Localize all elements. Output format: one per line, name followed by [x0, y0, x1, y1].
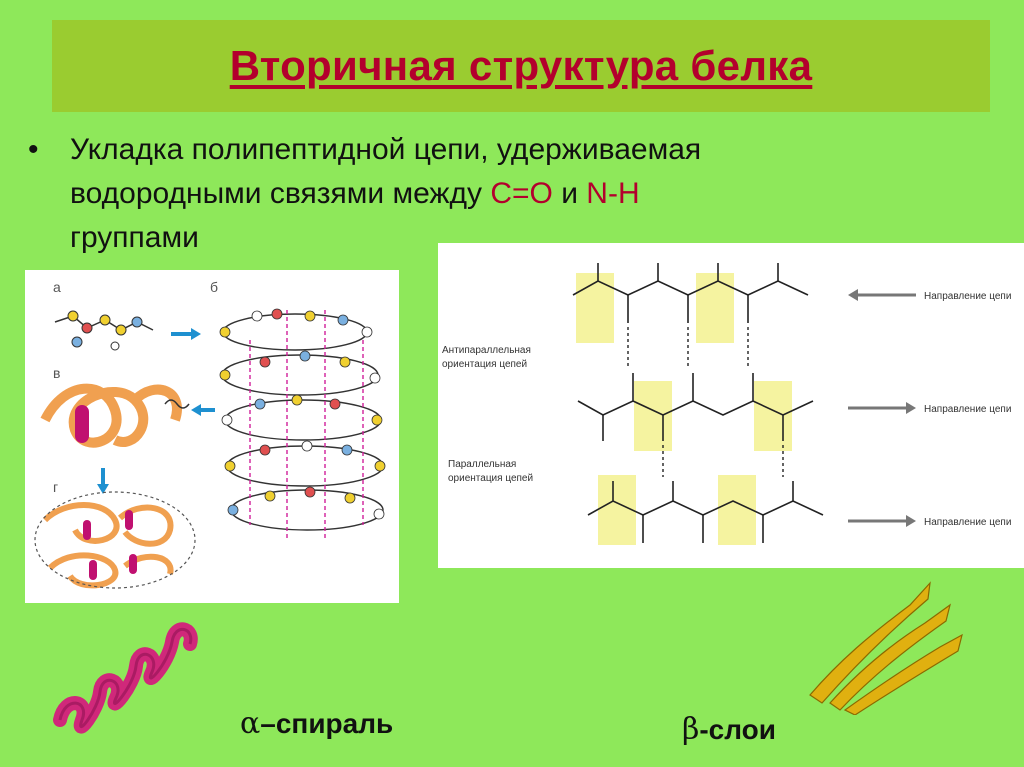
alpha-helix-ribbon — [50, 600, 210, 755]
parallel-label-1: Параллельная — [448, 459, 516, 470]
packed-domains-g — [34, 491, 196, 589]
label-v: в — [53, 365, 60, 381]
strand-2 — [577, 373, 814, 441]
slide-title: Вторичная структура белка — [229, 42, 813, 89]
beta-symbol: β — [682, 712, 700, 747]
beta-sheet-ribbon — [800, 565, 970, 720]
alpha-symbol: α — [240, 706, 261, 741]
direction-label-2: Направление цепи — [924, 404, 1011, 415]
title-bar: Вторичная структура белка — [52, 20, 990, 112]
orange-ribbon-v — [40, 383, 182, 448]
beta-caption: β-слои — [682, 712, 776, 747]
nh-group: N-H — [586, 177, 640, 210]
packed-rods — [83, 510, 137, 580]
bullet-item: • Укладка полипептидной цепи, удерживаем… — [28, 128, 988, 260]
strand-3 — [587, 481, 824, 543]
bullet-line-3: группами — [70, 221, 199, 254]
bullet-line-1: Укладка полипептидной цепи, удерживаемая — [70, 133, 702, 166]
beta-sheet-diagram: Антипараллельная ориентация цепей Паралл… — [438, 243, 1024, 568]
direction-label-3: Направление цепи — [924, 517, 1011, 528]
alpha-caption-text: –спираль — [260, 708, 394, 739]
bullet-text: Укладка полипептидной цепи, удерживаемая… — [70, 128, 988, 260]
label-g: г — [53, 479, 58, 495]
antiparallel-label-1: Антипараллельная — [442, 345, 531, 356]
coil-icon — [164, 399, 190, 409]
label-a: а — [53, 279, 61, 295]
chain-segment-a — [54, 310, 154, 351]
helix-rod — [75, 405, 89, 443]
direction-arrow-3: Направление цепи — [848, 515, 1011, 528]
direction-arrow-1: Направление цепи — [848, 289, 1011, 302]
residue-highlights — [576, 273, 792, 545]
hydrogen-bonds — [249, 310, 364, 540]
label-b: б — [210, 279, 218, 295]
alpha-helix-diagram: а б в г — [25, 270, 399, 603]
antiparallel-label-2: ориентация цепей — [442, 359, 527, 370]
parallel-label-2: ориентация цепей — [448, 473, 533, 484]
alpha-caption: α–спираль — [240, 706, 393, 741]
strand-1 — [572, 263, 809, 323]
bullet-conj: и — [552, 177, 587, 210]
bullet-line-2: водородными связями между С=О и N-H — [70, 172, 988, 216]
beta-caption-text: -слои — [699, 714, 776, 745]
direction-arrow-2: Направление цепи — [848, 402, 1011, 415]
helix-atoms — [219, 308, 386, 520]
beta-sheet-svg: Антипараллельная ориентация цепей Паралл… — [442, 263, 1011, 545]
bullet-text-2: водородными связями между — [70, 177, 491, 210]
bullet-marker: • — [28, 133, 39, 166]
h-bonds — [627, 327, 784, 477]
helix-coil-b — [221, 313, 384, 531]
co-group: С=О — [490, 177, 553, 210]
alpha-helix-svg: а б в г — [34, 279, 386, 589]
direction-label-1: Направление цепи — [924, 291, 1011, 302]
